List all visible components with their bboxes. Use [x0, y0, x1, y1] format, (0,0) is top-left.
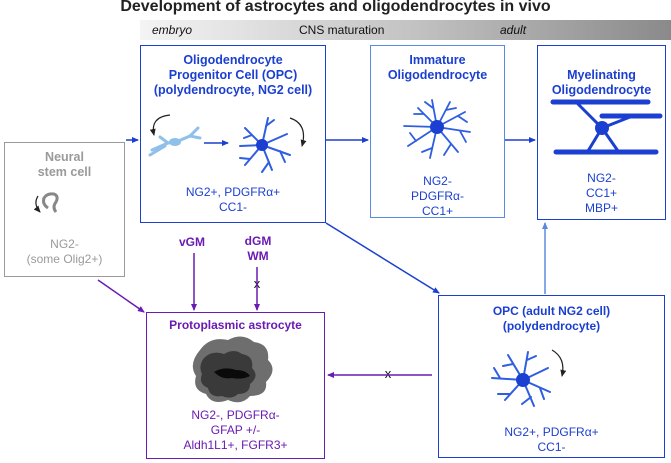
timeline-adult-label: adult	[500, 23, 527, 37]
opc-box	[140, 45, 326, 223]
myelinating-oligodendrocyte-icon	[550, 99, 663, 155]
curved-arrow-1	[149, 114, 171, 136]
immature-markers: NG2- PDGFRα- CC1+	[411, 174, 464, 218]
diagram-title: Development of astrocytes and oligodendr…	[120, 0, 551, 15]
adult-opc-box	[438, 295, 665, 458]
dgm-wm-label: dGM WM	[244, 234, 272, 263]
adult-opc-cell-icon	[491, 351, 551, 407]
opc-title: Oligodendrocyte Progenitor Cell (OPC) (p…	[153, 53, 313, 97]
arrow-stem-to-astrocyte	[97, 279, 145, 313]
immature-oligodendrocyte-box	[370, 45, 505, 218]
arrow-opc-to-adult-opc	[325, 222, 440, 294]
timeline-cns-label: CNS maturation	[299, 23, 385, 37]
neural-stem-cell-markers: NG2- (some Olig2+)	[26, 237, 103, 266]
timeline-embryo-label: embryo	[152, 23, 193, 37]
astrocyte-title: Protoplasmic astrocyte	[169, 318, 302, 332]
protoplasmic-astrocyte-icon	[192, 336, 273, 403]
curved-arrow-3	[551, 349, 567, 377]
adult-opc-markers: NG2+, PDGFRα+ CC1-	[504, 425, 599, 454]
immature-oligodendrocyte-icon	[403, 99, 471, 159]
timeline-bar	[140, 20, 671, 40]
neural-stem-cell-icon	[33, 192, 59, 213]
curved-arrow-2	[289, 117, 307, 147]
myelinating-oligodendrocyte-box	[537, 45, 666, 220]
protoplasmic-astrocyte-box	[146, 312, 325, 459]
astrocyte-markers: NG2-, PDGFRα- GFAP +/- Aldh1L1+, FGFR3+	[183, 408, 288, 452]
blocked-x-adult-opc: x	[384, 366, 392, 381]
neural-stem-cell-box	[4, 142, 125, 277]
opc-markers: NG2+, PDGFRα+ CC1-	[185, 185, 281, 214]
myelinating-markers: NG2- CC1+ MBP+	[584, 171, 618, 215]
neural-stem-cell-title: Neural stem cell	[37, 150, 92, 179]
bipolar-precursor-icon	[148, 126, 202, 157]
adult-opc-title: OPC (adult NG2 cell) (polydendrocyte)	[492, 304, 611, 333]
myelinating-title: Myelinating Oligodendrocyte	[551, 68, 652, 97]
vgm-label: vGM	[178, 235, 205, 249]
opc-cell-icon	[239, 117, 291, 173]
immature-title: Immature Oligodendrocyte	[387, 53, 488, 82]
